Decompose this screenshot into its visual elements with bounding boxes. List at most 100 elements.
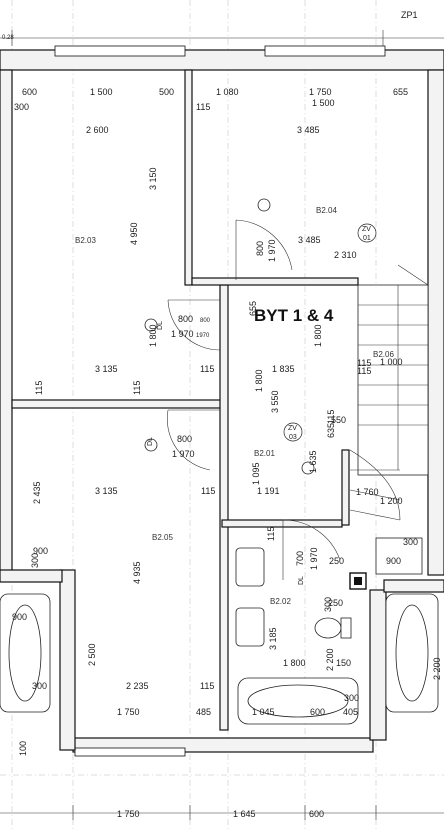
doors [144,198,341,580]
svg-text:600: 600 [22,87,37,97]
svg-text:3 185: 3 185 [268,627,278,650]
bathtub-inner [247,684,349,718]
washbasin-2 [235,607,265,647]
svg-text:3 485: 3 485 [297,125,320,135]
svg-text:300: 300 [14,102,29,112]
svg-text:100: 100 [18,741,28,756]
shower-tray [375,537,423,575]
svg-text:115: 115 [357,358,371,368]
svg-text:2 435: 2 435 [32,481,42,504]
svg-text:2 600: 2 600 [86,125,109,135]
shaft-core [354,577,362,585]
svg-text:1 970: 1 970 [172,449,195,459]
svg-text:3 485: 3 485 [298,235,321,245]
wall-left-step [59,569,76,751]
svg-text:300: 300 [403,537,418,547]
room-label-b201: B2.01 [254,449,275,458]
room-label-b202: B2.02 [270,597,291,606]
svg-text:1 800: 1 800 [148,324,158,347]
svg-text:115: 115 [201,486,215,496]
svg-text:600: 600 [309,809,324,819]
svg-text:800: 800 [177,434,192,444]
svg-text:900: 900 [33,546,48,556]
svg-text:2 200: 2 200 [432,657,442,680]
svg-text:3 135: 3 135 [95,364,118,374]
wall-left-lower [0,569,63,583]
svg-text:1 080: 1 080 [216,87,239,97]
svg-text:1 970: 1 970 [267,239,277,262]
svg-text:1 800: 1 800 [254,369,264,392]
sheet-code: ZP1 [401,10,418,20]
svg-text:635: 635 [326,423,336,438]
svg-text:ZV: ZV [362,226,371,233]
svg-text:2 200: 2 200 [325,648,335,671]
svg-text:900: 900 [386,556,401,566]
svg-text:3 150: 3 150 [148,167,158,190]
svg-text:1 500: 1 500 [90,87,113,97]
svg-text:3 135: 3 135 [95,486,118,496]
dl-tag-1: DL [157,321,164,330]
svg-text:485: 485 [196,707,211,717]
svg-text:300: 300 [323,597,333,612]
svg-text:655: 655 [248,301,258,316]
svg-text:300: 300 [30,553,40,568]
svg-text:03: 03 [289,434,297,441]
window-top-left [54,45,186,57]
svg-text:1 000: 1 000 [380,357,403,367]
svg-text:1 970: 1 970 [171,329,194,339]
svg-text:1 045: 1 045 [252,707,275,717]
svg-text:1 800: 1 800 [283,658,306,668]
apartment-title: BYT 1 & 4 [254,306,334,325]
svg-text:700: 700 [295,551,305,566]
dimension-labels: 600 1 500 500 1 080 1 750 655 1 500 300 … [12,87,418,819]
svg-text:1 500: 1 500 [312,98,335,108]
right-wall [427,69,444,576]
svg-text:2 235: 2 235 [126,681,149,691]
window-bottom [74,747,186,757]
svg-text:4 950: 4 950 [129,222,139,245]
wall-b203-b204 [184,69,193,286]
wall-bath-top [221,519,343,528]
zv01-tag: ZV 01 [357,223,377,243]
svg-text:800: 800 [178,314,193,324]
svg-text:250: 250 [328,598,343,608]
svg-text:1 645: 1 645 [233,809,256,819]
wall-right-step [369,589,387,741]
dl-tag-3: DL [298,576,305,585]
svg-text:300: 300 [344,693,359,703]
vertical-dimension-labels: 3 150 4 950 800 1 970 655 1 800 1 800 11… [18,167,442,756]
svg-text:1 750: 1 750 [309,87,332,97]
svg-text:250: 250 [329,556,344,566]
svg-text:500: 500 [159,87,174,97]
zv03-tag: ZV 03 [283,422,303,442]
dimension-chains [0,30,444,820]
svg-text:4 935: 4 935 [132,561,142,584]
svg-text:2 500: 2 500 [87,643,97,666]
staircase [349,264,429,521]
window-top-right [264,45,386,57]
svg-text:900: 900 [12,612,27,622]
svg-text:800: 800 [255,241,265,256]
corner-tag: 0.28 [2,35,14,41]
svg-text:1 095: 1 095 [251,462,261,485]
svg-text:1 191: 1 191 [257,486,280,496]
room-label-b206: B2.06 [373,350,394,359]
dl-tag-2: DL [147,437,154,446]
svg-text:1 760: 1 760 [356,487,379,497]
svg-text:1 635: 1 635 [308,450,318,473]
wall-hall-left [219,284,229,731]
svg-text:1 200: 1 200 [380,496,403,506]
room-label-b203: B2.03 [75,236,96,245]
svg-text:1 800: 1 800 [313,324,323,347]
svg-text:655: 655 [393,87,408,97]
walls [0,45,444,757]
svg-text:1 970: 1 970 [309,547,319,570]
toilet [314,617,342,639]
room-label-b204: B2.04 [316,206,337,215]
svg-text:150: 150 [336,658,351,668]
svg-text:115: 115 [196,102,210,112]
wall-b203-b205 [11,399,223,409]
left-wall [0,69,13,576]
svg-text:1 750: 1 750 [117,809,140,819]
